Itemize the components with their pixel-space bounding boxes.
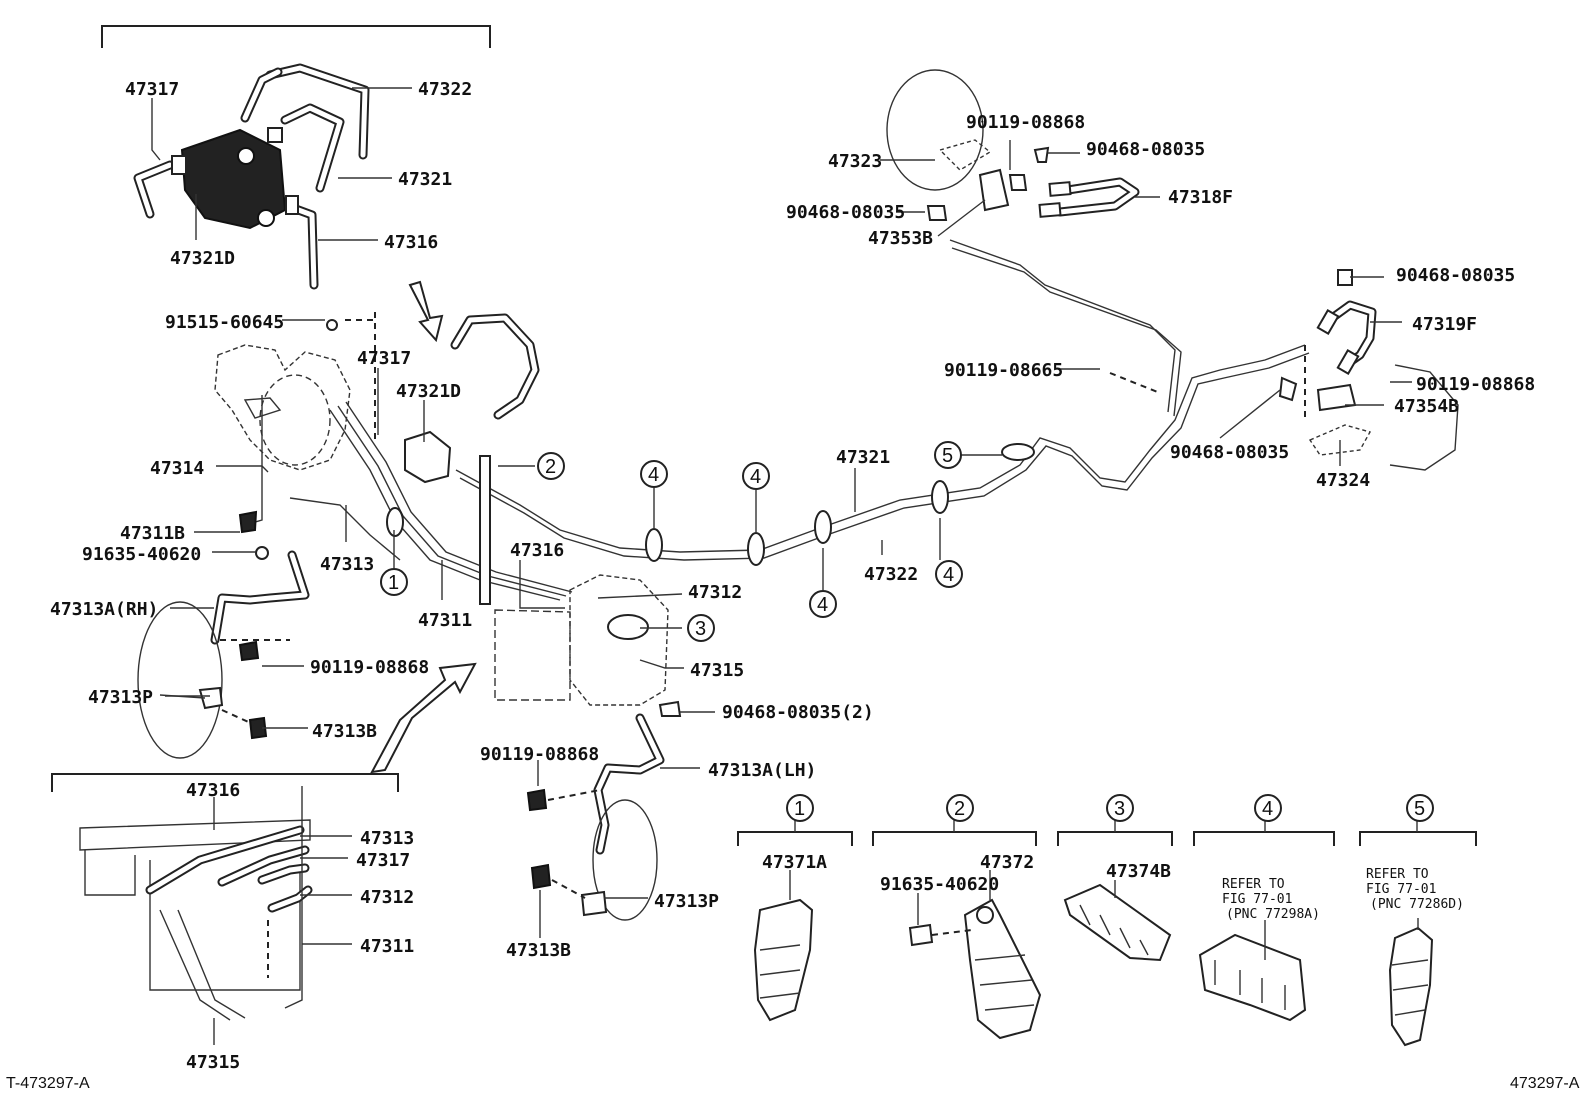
brake-line-bundle: [137, 69, 1459, 921]
label-m-47315: 47315: [690, 660, 744, 681]
legend-text: 1 47371A 2 91635-40620 47372 3 47374B 4 …: [762, 794, 1464, 922]
svg-text:4: 4: [817, 594, 828, 616]
legend-5-ref-line2: FIG 77-01: [1366, 882, 1436, 897]
label-bl-47312: 47312: [360, 887, 414, 908]
label-r-47319f: 47319F: [1412, 314, 1477, 335]
svg-text:3: 3: [695, 618, 706, 640]
label-90119-a: 90119-08868: [310, 657, 429, 678]
callout-4-a: 4: [640, 460, 668, 488]
label-m-90468-2: 90468-08035(2): [722, 702, 874, 723]
callout-4-c: 4: [809, 590, 837, 618]
callout-1: 1: [380, 568, 408, 596]
label-r-90119-top: 90119-08868: [966, 112, 1085, 133]
label-top-47322: 47322: [418, 79, 472, 100]
legend-5-ref-line3: (PNC 77286D): [1370, 897, 1464, 912]
label-lh-90119: 90119-08868: [480, 744, 599, 765]
label-r-47318f: 47318F: [1168, 187, 1233, 208]
label-lh-47313b: 47313B: [506, 940, 571, 961]
legend-1-number: 1: [794, 798, 805, 820]
label-91635: 91635-40620: [82, 544, 201, 565]
label-top-47316: 47316: [384, 232, 438, 253]
label-47313: 47313: [320, 554, 374, 575]
callout-2: 2: [537, 452, 565, 480]
label-lh-47313p: 47313P: [654, 891, 719, 912]
clamp-detail-inset: [51, 773, 399, 1045]
legend-4-number: 4: [1262, 798, 1273, 820]
label-lh-47313a: 47313A(LH): [708, 760, 816, 781]
label-m-47312: 47312: [688, 582, 742, 603]
legend-5-ref-line1: REFER TO: [1366, 867, 1429, 882]
svg-text:2: 2: [545, 456, 556, 478]
label-r-47354b: 47354B: [1394, 396, 1459, 417]
legend-5-number: 5: [1414, 798, 1425, 820]
label-m-47322: 47322: [864, 564, 918, 585]
svg-text:4: 4: [943, 564, 954, 586]
legend-2-part: 47372: [980, 852, 1034, 873]
circled-callouts: 1 2 3 4 4 4 4 5: [380, 441, 963, 642]
svg-text:4: 4: [648, 464, 659, 486]
label-47314: 47314: [150, 458, 204, 479]
label-r-90119-08665: 90119-08665: [944, 360, 1063, 381]
clamp-legend: [737, 818, 1477, 1047]
label-bl-47311: 47311: [360, 936, 414, 957]
legend-1-part: 47371A: [762, 852, 827, 873]
legend-3-part: 47374B: [1106, 861, 1171, 882]
label-bl-47316: 47316: [186, 780, 240, 801]
label-r-47323: 47323: [828, 151, 882, 172]
label-r-47324: 47324: [1316, 470, 1370, 491]
part-labels: 47317 47322 47321 47321D 47316 91515-606…: [50, 79, 1535, 1073]
label-r-90468-bottom: 90468-08035: [1170, 442, 1289, 463]
label-47317: 47317: [357, 348, 411, 369]
label-r-90468-right: 90468-08035: [1396, 265, 1515, 286]
label-bl-47317: 47317: [356, 850, 410, 871]
label-top-47321d: 47321D: [170, 248, 235, 269]
label-r-90468-top: 90468-08035: [1086, 139, 1205, 160]
callout-5: 5: [934, 441, 962, 469]
label-47313a-rh: 47313A(RH): [50, 599, 158, 620]
label-47313b: 47313B: [312, 721, 377, 742]
leader-lines: [159, 140, 1412, 938]
callout-4-d: 4: [935, 560, 963, 588]
callout-4-b: 4: [742, 462, 770, 490]
svg-text:5: 5: [942, 445, 953, 467]
legend-4-ref-line3: (PNC 77298A): [1226, 907, 1320, 922]
label-top-47317: 47317: [125, 79, 179, 100]
callout-3: 3: [687, 614, 715, 642]
legend-3-number: 3: [1114, 798, 1125, 820]
label-47321d: 47321D: [396, 381, 461, 402]
valve-detail-inset: [101, 25, 491, 290]
label-top-47321: 47321: [398, 169, 452, 190]
legend-2-number: 2: [954, 798, 965, 820]
label-m-47321: 47321: [836, 447, 890, 468]
label-r-90468-left: 90468-08035: [786, 202, 905, 223]
label-47311b: 47311B: [120, 523, 185, 544]
label-47313p: 47313P: [88, 687, 153, 708]
label-r-47353b: 47353B: [868, 228, 933, 249]
label-m-47316: 47316: [510, 540, 564, 561]
label-bl-47313: 47313: [360, 828, 414, 849]
legend-2-bolt: 91635-40620: [880, 874, 999, 895]
label-bl-47315: 47315: [186, 1052, 240, 1073]
footer-left-code: T-473297-A: [6, 1075, 90, 1092]
legend-4-ref-line2: FIG 77-01: [1222, 892, 1292, 907]
label-91515: 91515-60645: [165, 312, 284, 333]
label-r-90119-right: 90119-08868: [1416, 374, 1535, 395]
legend-4-ref-line1: REFER TO: [1222, 877, 1285, 892]
svg-text:1: 1: [388, 572, 399, 594]
footer-right-code: 473297-A: [1510, 1075, 1580, 1092]
label-47311: 47311: [418, 610, 472, 631]
svg-text:4: 4: [750, 466, 761, 488]
